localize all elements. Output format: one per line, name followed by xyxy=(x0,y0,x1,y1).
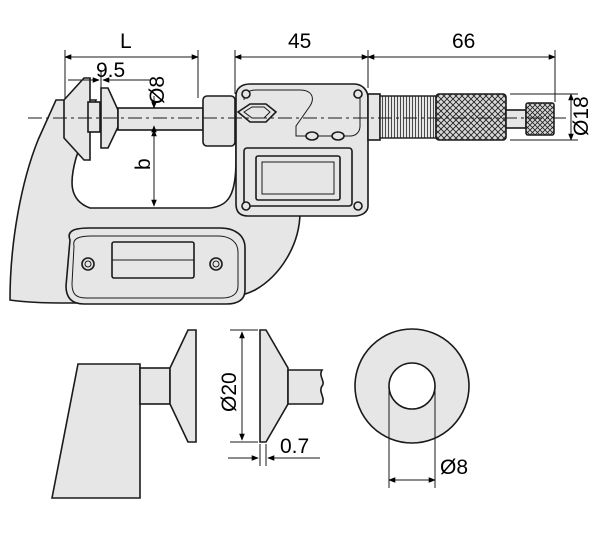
thimble-graduation xyxy=(379,95,437,139)
housing-screw-1 xyxy=(241,89,251,99)
ratchet-knob xyxy=(525,102,555,136)
screw-right xyxy=(209,257,223,271)
dimension-b: b xyxy=(132,158,155,170)
dimension-66: 66 xyxy=(452,30,475,53)
spindle-hole xyxy=(388,362,436,410)
top-dimensions: L 9.5 Ø8 b 45 66 Ø18 xyxy=(64,30,593,207)
detail-spindle xyxy=(287,369,324,405)
lcd-display xyxy=(255,155,341,201)
knurled-thimble xyxy=(435,93,507,141)
dimension-edge-thickness: 0.7 xyxy=(280,435,309,458)
housing-screw-2 xyxy=(353,89,363,99)
spindle xyxy=(117,107,204,131)
dimension-45: 45 xyxy=(288,30,311,53)
dimension-thimble-diameter: Ø18 xyxy=(570,96,593,136)
disc-detail-view: Ø20 0.7 xyxy=(51,329,324,499)
dimension-hole-diameter: Ø8 xyxy=(440,456,468,479)
sleeve xyxy=(367,93,381,141)
disc-front-view: Ø8 xyxy=(354,328,470,488)
left-disc-anvil xyxy=(63,77,91,161)
housing-screw-3 xyxy=(241,201,251,211)
detail-left-disc xyxy=(169,329,197,443)
screw-left xyxy=(81,257,95,271)
dimension-anvil-diameter: Ø8 xyxy=(146,76,169,104)
detail-frame xyxy=(51,363,141,499)
button-on-off xyxy=(305,131,319,141)
side-view xyxy=(9,77,566,305)
button-zero xyxy=(331,131,345,141)
dimension-L: L xyxy=(120,30,132,53)
dimension-flange-9-5: 9.5 xyxy=(96,59,125,82)
housing-screw-4 xyxy=(353,201,363,211)
dimension-disc-diameter: Ø20 xyxy=(218,372,241,412)
detail-right-disc xyxy=(259,329,289,443)
